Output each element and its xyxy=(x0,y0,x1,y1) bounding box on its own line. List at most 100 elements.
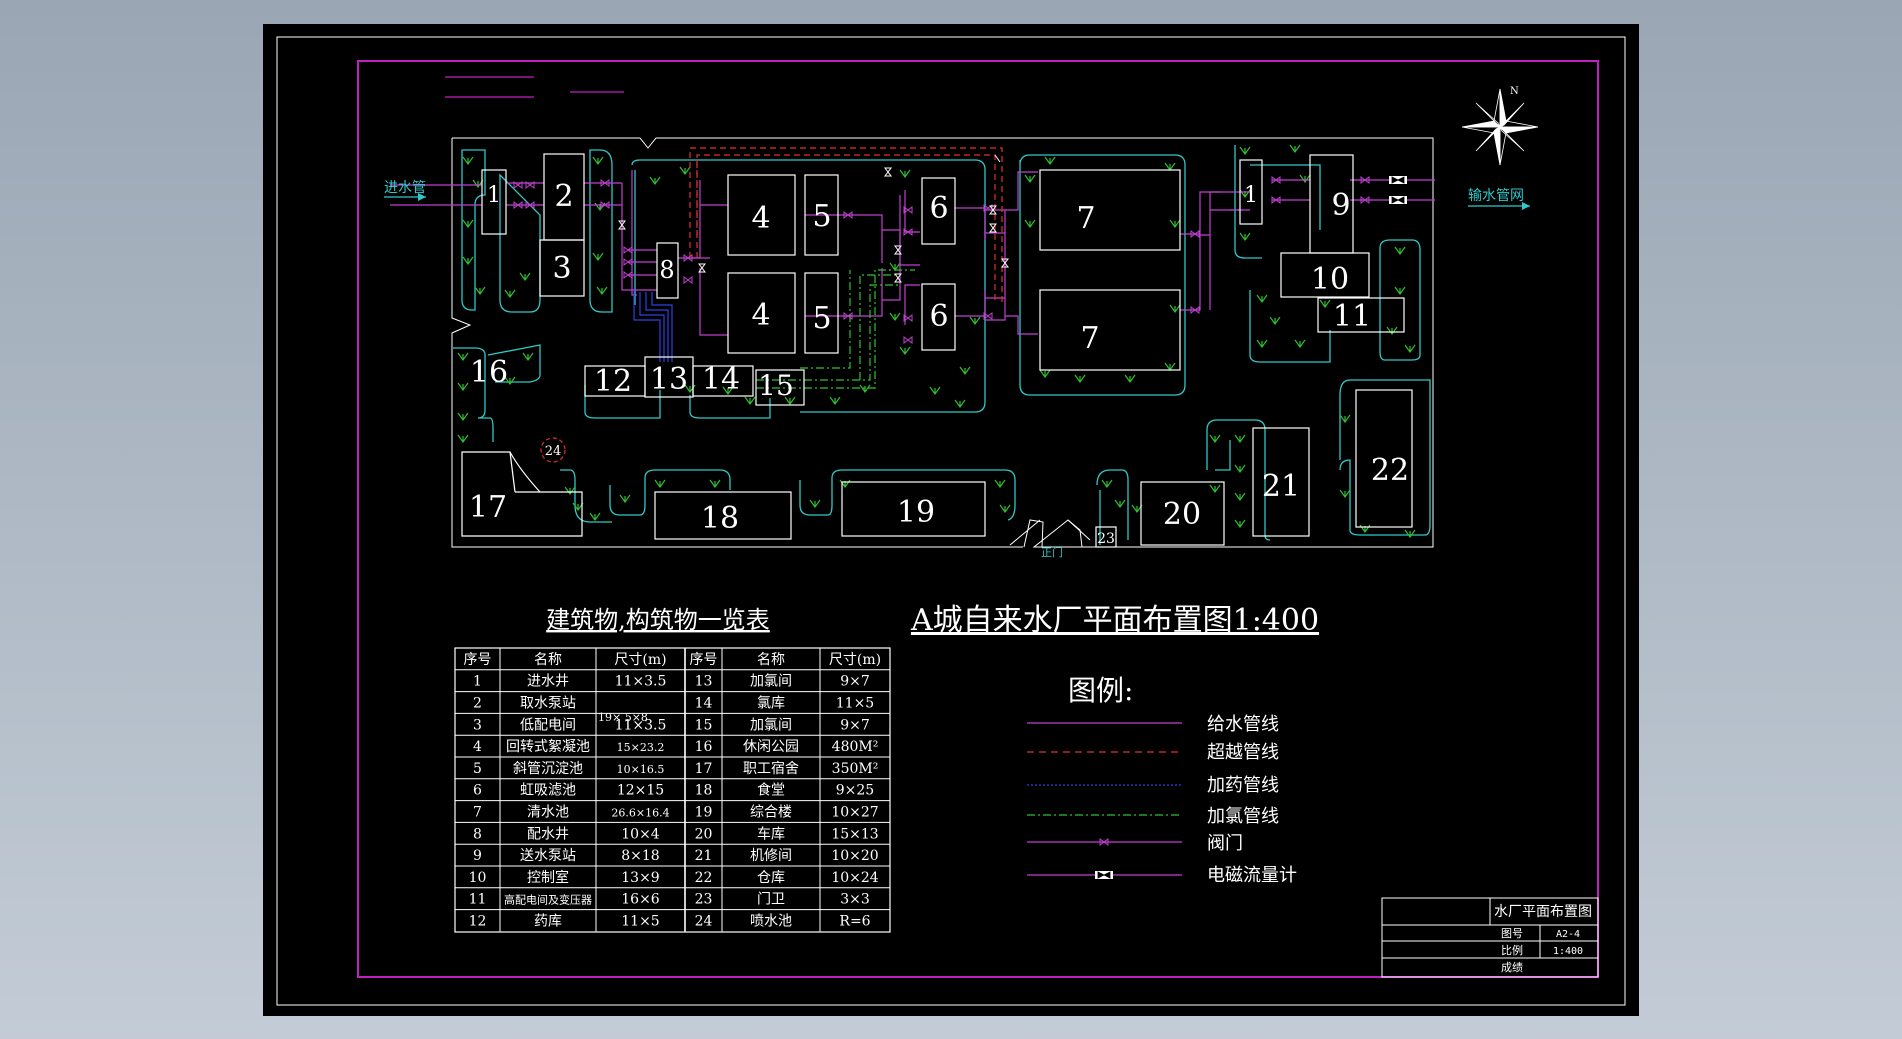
fountain-icon xyxy=(540,437,566,463)
table-cell: 22 xyxy=(695,870,713,886)
title-block-name: 水厂平面布置图 xyxy=(1494,904,1592,920)
table-cell: 9×7 xyxy=(840,674,870,690)
table-cell: 休闲公园 xyxy=(743,739,799,755)
table-cell: 清水池 xyxy=(527,805,569,821)
table-cell: 低配电间 xyxy=(520,717,576,733)
grade-label: 成绩 xyxy=(1501,961,1523,974)
outer-frame xyxy=(276,36,1626,1006)
site-boundary-left xyxy=(451,138,1023,548)
table-cell: 10×24 xyxy=(831,870,878,886)
table-cell: 加氯间 xyxy=(750,674,792,690)
table-cell: R=6 xyxy=(839,914,870,930)
table-cell: 进水井 xyxy=(527,674,569,690)
building-outlines xyxy=(461,153,1413,548)
legend-label: 阀门 xyxy=(1207,833,1243,854)
table-cell: 11×3.5 xyxy=(615,674,667,690)
table-cell: 高配电间及变压器 xyxy=(504,893,592,907)
table-cell: 16×6 xyxy=(621,892,660,908)
building-4a-label: 4 xyxy=(751,201,770,236)
table-cell: 350M² xyxy=(832,761,879,777)
table-cell: 7 xyxy=(473,805,482,821)
table-cell: 控制室 xyxy=(527,869,569,886)
table-cell: 4 xyxy=(473,739,482,755)
table-cell: 9×25 xyxy=(836,783,874,799)
legend-title: 图例: xyxy=(1068,674,1133,707)
legend-item-water: 给水管线 xyxy=(1027,714,1279,735)
table-cell: 13 xyxy=(695,674,713,690)
building-12-label: 12 xyxy=(594,364,632,399)
table-cell: 10 xyxy=(469,870,487,886)
table-cell: 配水井 xyxy=(527,826,569,842)
table-cell: 11×5 xyxy=(621,914,659,930)
legend-label: 电磁流量计 xyxy=(1207,865,1297,886)
title-block: 水厂平面布置图 图号 A2-4 比例 1:400 成绩 xyxy=(1381,897,1599,978)
building-21-label: 21 xyxy=(1262,469,1300,504)
table-cell: 车库 xyxy=(757,825,785,842)
table-cell: 虹吸滤池 xyxy=(520,783,576,799)
table-cell: 门卫 xyxy=(757,892,785,908)
table-cell: 12 xyxy=(469,914,487,930)
table-cell: 取水泵站 xyxy=(520,696,576,712)
table-title: 建筑物,构筑物一览表 xyxy=(546,606,770,634)
table-cell: 送水泵站 xyxy=(520,848,576,864)
table-header-cell: 序号 xyxy=(690,652,718,668)
dosing-pipes xyxy=(633,290,673,362)
legend-label: 超越管线 xyxy=(1207,742,1279,763)
building-24-label: 24 xyxy=(545,444,562,459)
legend-label: 给水管线 xyxy=(1207,714,1279,735)
gate-label: 正门 xyxy=(1041,545,1063,559)
table-cell: 职工宿舍 xyxy=(743,760,799,777)
table-header-cell: 尺寸(m) xyxy=(829,652,881,668)
building-7a-label: 7 xyxy=(1076,201,1095,236)
table-cell: 15×13 xyxy=(831,826,878,842)
building-6b-label: 6 xyxy=(929,299,948,334)
header-lines xyxy=(445,76,624,98)
building-16-label: 16 xyxy=(470,355,508,390)
stray-dimension-note: 19× 5×8 xyxy=(598,711,648,724)
building-5b-label: 5 xyxy=(812,301,831,336)
bypass-pipes xyxy=(689,147,1003,305)
north-label: N xyxy=(1510,86,1519,97)
building-3-label: 3 xyxy=(552,251,571,286)
building-23-label: 23 xyxy=(1097,531,1115,547)
building-17-label: 17 xyxy=(469,490,507,525)
site-plan: 进水管 输水管网 xyxy=(384,137,1530,559)
table-cell: 机修间 xyxy=(750,848,792,864)
legend-item-chlorine: 加氯管线 xyxy=(1027,806,1279,827)
table-header-cell: 序号 xyxy=(464,652,492,668)
table-cell: 斜管沉淀池 xyxy=(513,761,583,777)
table-cell: 综合楼 xyxy=(750,805,792,821)
legend-label: 加药管线 xyxy=(1207,775,1279,796)
table-cell: 16 xyxy=(695,739,713,755)
table-cell: 11 xyxy=(469,892,487,908)
table-cell: 18 xyxy=(695,783,713,799)
drawing-no-value: A2-4 xyxy=(1556,929,1580,940)
table-cell: 加氯间 xyxy=(750,717,792,733)
building-6a-label: 6 xyxy=(929,191,948,226)
building-19-label: 19 xyxy=(897,495,935,530)
building-15-label: 15 xyxy=(758,369,794,402)
table-header-cell: 名称 xyxy=(757,652,785,668)
table-cell: 19 xyxy=(695,805,713,821)
table-cell: 15 xyxy=(695,717,713,733)
table-cell: 15×23.2 xyxy=(617,741,665,754)
scale-label: 比例 xyxy=(1501,943,1523,957)
building-numbers: 1 2 3 4 4 5 5 6 6 7 7 8 1 9 10 11 12 13 … xyxy=(469,179,1409,547)
table-cell: 14 xyxy=(695,696,713,712)
inlet-label: 进水管 xyxy=(384,180,426,196)
sheet-background xyxy=(263,24,1639,1016)
table-cell: 5 xyxy=(473,761,482,777)
main-title: A城自来水厂平面布置图1:400 xyxy=(910,603,1319,638)
chlorine-pipes xyxy=(756,269,915,389)
table-cell: 480M² xyxy=(832,739,879,755)
table-cell: 11×5 xyxy=(836,696,874,712)
table-cell: 1 xyxy=(473,674,482,690)
building-8-label: 8 xyxy=(659,256,674,284)
table-cell: 21 xyxy=(695,848,713,864)
inner-border xyxy=(357,60,1599,978)
table-cell: 23 xyxy=(695,892,713,908)
legend-item-bypass: 超越管线 xyxy=(1027,742,1279,763)
table-cell: 26.6×16.4 xyxy=(611,807,669,820)
table-cell: 9 xyxy=(473,848,482,864)
